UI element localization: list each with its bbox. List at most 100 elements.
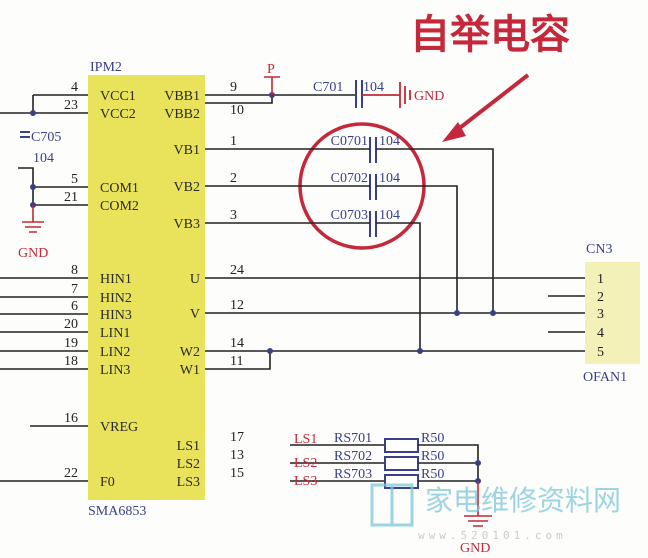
watermark-url: www.520101.com [418,529,567,542]
pin-number-10: 10 [230,103,244,118]
shunt-net-label: LS3 [294,474,317,489]
pin-number-20: 20 [64,317,78,332]
c701-capacitor: C701 104 GND [313,80,444,108]
connector-ref: CN3 [586,242,612,257]
c705-value: 104 [33,151,54,166]
capacitor-c0702: C0702 104 [331,171,400,200]
bootstrap-wiring [205,148,585,370]
connector-pin-2: 2 [597,290,604,305]
shunt-net-label: LS2 [294,456,317,471]
pin-name-ls3: LS3 [177,475,200,490]
highlight-arrow [442,73,530,142]
gnd-label-c701: GND [414,89,444,104]
pin-name-hin1: HIN1 [100,272,132,287]
pin-name-w1: W1 [180,363,200,378]
pin-name-ls1: LS1 [177,439,200,454]
pin-number-18: 18 [64,354,78,369]
cap-value: 104 [379,208,400,223]
connector-body [585,262,640,364]
resistor-rs701: LS1 RS701 R50 [290,431,444,453]
pin-name-vbb2: VBB2 [164,107,200,122]
cap-value: 104 [379,171,400,186]
watermark-site: 家电维修资料网 [425,484,621,517]
connector-pin-5: 5 [597,345,604,360]
c701-ref: C701 [313,80,343,95]
pin-name-vreg: VREG [100,420,138,435]
cap-ref: C0702 [331,171,368,186]
gnd-label-left: GND [18,246,48,261]
c705-capacitor: C705 104 [20,130,61,166]
gnd-label-shunt: GND [460,541,490,556]
pin-number-17: 17 [230,430,244,445]
pin-name-hin2: HIN2 [100,291,132,306]
pin-name-ls2: LS2 [177,457,200,472]
pin-number-1: 1 [230,134,237,149]
pin-number-5: 5 [71,172,78,187]
shunt-net-label: LS1 [294,432,317,447]
pin-number-12: 12 [230,298,244,313]
cap-value: 104 [379,134,400,149]
pin-name-v: V [190,307,200,322]
pin-name-vb3: VB3 [174,217,200,232]
pin-name-lin1: LIN1 [100,326,130,341]
ic-part: SMA6853 [88,504,146,519]
resistor-body [384,438,419,453]
pin-number-8: 8 [71,263,78,278]
com-wiring: GND [18,167,88,261]
ic-ref: IPM2 [90,60,122,75]
connector-pin-4: 4 [597,326,604,341]
pin-number-11: 11 [230,354,243,369]
pin-name-com2: COM2 [100,199,139,214]
pin-number-23: 23 [64,98,78,113]
connector-pin-3: 3 [597,307,604,322]
pin-name-lin2: LIN2 [100,345,130,360]
pin-number-16: 16 [64,411,78,426]
pin-number-7: 7 [71,282,78,297]
vcc-wiring [0,94,88,116]
ic-right-pins: 9VBB110VBB21VB12VB23VB324U12V14W211W117L… [164,80,244,490]
pin-name-vb2: VB2 [174,180,200,195]
resistor-value: R50 [421,431,444,446]
connector-pin-1: 1 [597,272,604,287]
pin-name-vcc2: VCC2 [100,107,136,122]
pin-name-vb1: VB1 [174,143,200,158]
pin-name-vcc1: VCC1 [100,89,136,104]
pin-number-9: 9 [230,80,237,95]
pin-name-w2: W2 [180,345,200,360]
watermark-logo: 家电维修资料网 www.520101.com [370,483,621,542]
pin-number-24: 24 [230,263,244,278]
title-bootstrap-capacitor: 自举电容 [410,12,570,58]
pin-name-hin3: HIN3 [100,308,132,323]
pin-number-3: 3 [230,208,237,223]
pin-number-21: 21 [64,190,78,205]
c705-ref: C705 [31,130,61,145]
net-p-label: P [267,62,275,77]
pin-name-lin3: LIN3 [100,363,130,378]
c701-value: 104 [363,80,384,95]
pin-number-15: 15 [230,466,244,481]
pin-number-22: 22 [64,466,78,481]
capacitor-c0703: C0703 104 [331,208,400,237]
vbb-wiring: P [205,62,355,104]
shunt-ground: GND [418,444,492,556]
resistor-ref: RS703 [334,467,372,482]
connector-pins: 1 2 3 4 5 [597,272,604,360]
resistor-value: R50 [421,449,444,464]
pin-name-com1: COM1 [100,181,139,196]
pin-number-14: 14 [230,336,244,351]
pin-number-4: 4 [71,80,78,95]
connector-name: OFAN1 [583,370,627,385]
ic-body [88,75,205,500]
resistor-ref: RS701 [334,431,372,446]
cap-ref: C0703 [331,208,368,223]
ic-left-pins: 4VCC123VCC25COM121COM28HIN17HIN26HIN320L… [0,80,139,490]
pin-number-19: 19 [64,336,78,351]
pin-name-vbb1: VBB1 [164,89,200,104]
pin-name-f0: F0 [100,475,115,490]
pin-number-13: 13 [230,448,244,463]
pin-name-u: U [190,272,200,287]
